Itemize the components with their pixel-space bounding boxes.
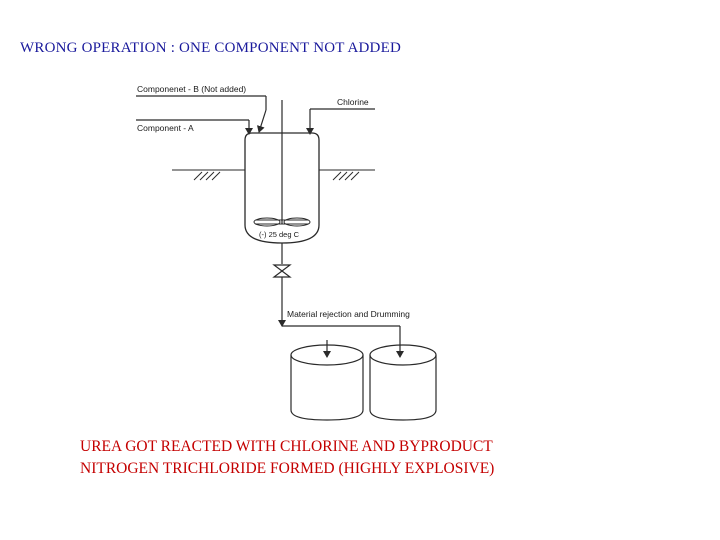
caption-line-1: UREA GOT REACTED WITH CHLORINE AND BYPRO… <box>80 438 493 455</box>
component-a-label: Component - A <box>137 123 194 133</box>
temperature-label: (-) 25 deg C <box>259 230 300 239</box>
valve-icon <box>272 264 292 278</box>
component-b-label: Componenet - B (Not added) <box>137 84 246 94</box>
agitator-impeller <box>253 217 311 227</box>
rejection-label: Material rejection and Drumming <box>287 309 410 319</box>
component-a-feed-line <box>136 119 253 135</box>
drum-right <box>369 344 437 421</box>
chlorine-label: Chlorine <box>337 97 369 107</box>
caption-line-2: NITROGEN TRICHLORIDE FORMED (HIGHLY EXPL… <box>80 460 495 477</box>
drum-right-fill-arrow <box>282 325 404 358</box>
component-b-feed-line <box>136 95 267 133</box>
caption: UREA GOT REACTED WITH CHLORINE AND BYPRO… <box>80 436 494 480</box>
reactor-vessel <box>244 132 320 244</box>
slide-title: WRONG OPERATION : ONE COMPONENT NOT ADDE… <box>20 40 401 56</box>
floor-support <box>172 169 375 181</box>
chlorine-feed-line <box>306 108 375 135</box>
